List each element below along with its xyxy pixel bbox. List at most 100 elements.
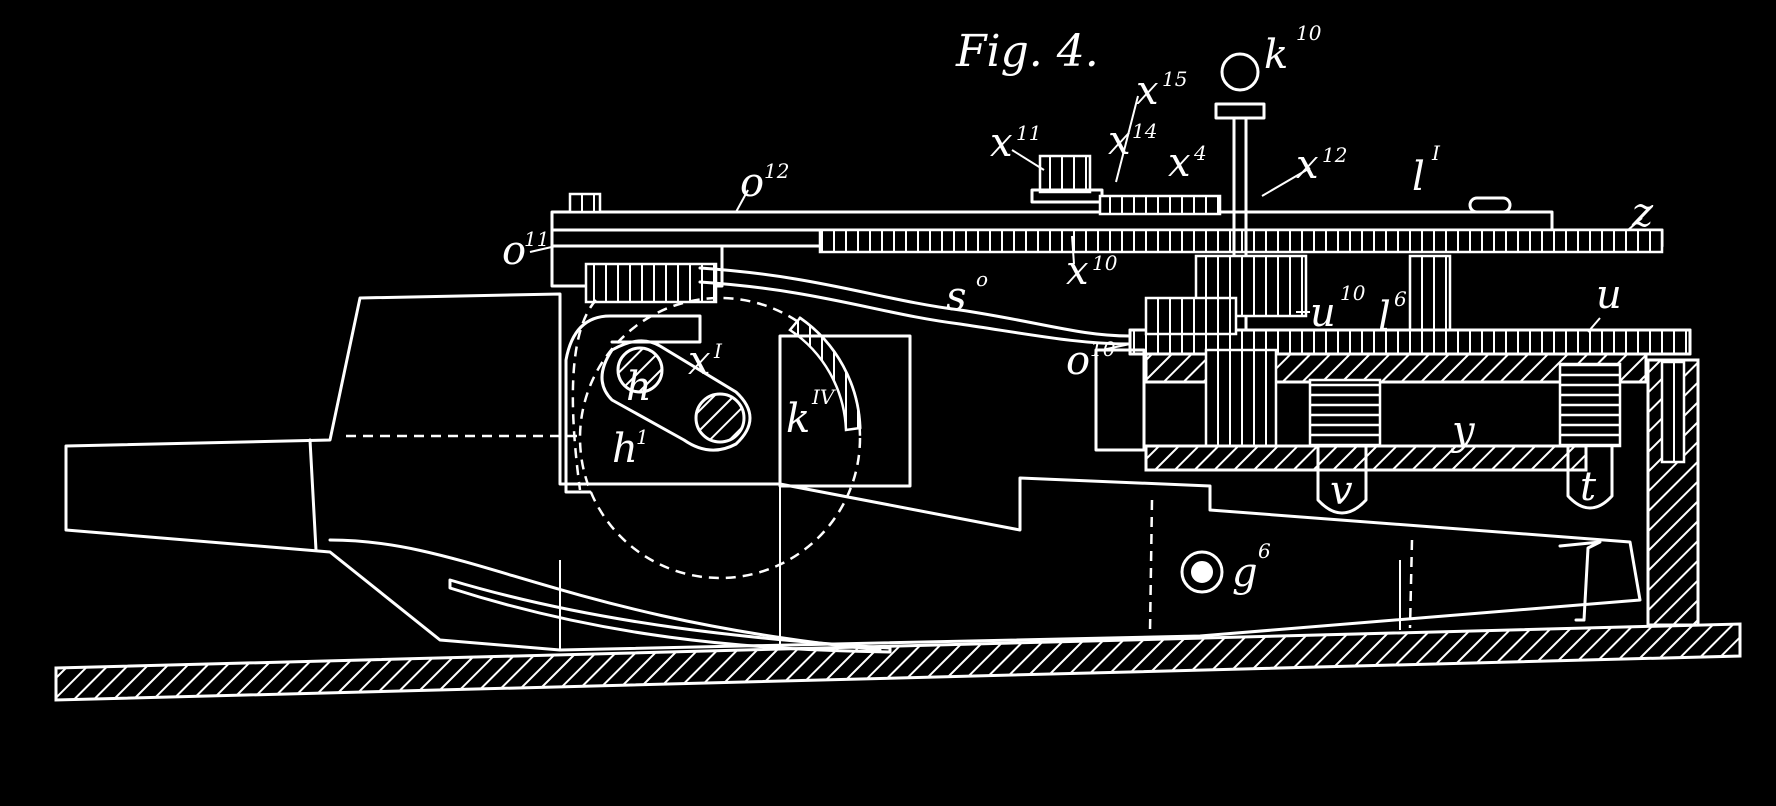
spring-blade: [448, 578, 892, 654]
svg-text:IV: IV: [811, 385, 837, 409]
screw-right: [1558, 540, 1602, 622]
label-t: t: [1580, 464, 1597, 510]
knob-k10: [1220, 52, 1260, 92]
hole-g6-core: [1191, 561, 1213, 583]
label-h: h: [626, 364, 652, 410]
svg-text:15: 15: [1162, 67, 1187, 91]
svg-text:l: l: [1378, 294, 1391, 340]
svg-text:k: k: [1264, 32, 1288, 78]
label-o12: o 12: [740, 159, 789, 206]
leader-z: [1627, 217, 1643, 231]
frame-box: [1094, 348, 1146, 452]
label-x11: x 11: [990, 120, 1041, 166]
svg-text:s: s: [946, 274, 967, 320]
coil-left: [1308, 378, 1382, 448]
svg-text:o: o: [1066, 338, 1090, 384]
right-wall-inner: [1660, 360, 1686, 464]
svg-text:y: y: [1450, 408, 1476, 454]
bearing-block: [1144, 296, 1238, 336]
leader-o10: [1101, 343, 1131, 351]
top-knob-right: [1468, 196, 1512, 214]
dashed-circle: [578, 296, 862, 580]
svg-text:10: 10: [1092, 251, 1118, 275]
label-l6: l 6: [1378, 287, 1407, 340]
dashed-curve-h1: [571, 299, 597, 491]
label-k10: k 10: [1264, 21, 1322, 78]
svg-text:x: x: [688, 338, 711, 384]
label-x4: x 4: [1168, 140, 1207, 186]
label-u10: u 10: [1310, 281, 1366, 336]
label-y: y: [1450, 408, 1476, 454]
leader-o11: [529, 245, 557, 253]
pivot-h: [616, 346, 664, 394]
main-casting: [64, 292, 1642, 652]
label-x15: x 15: [1136, 67, 1187, 114]
label-x12: x 12: [1296, 142, 1347, 188]
svg-text:u: u: [1310, 290, 1336, 336]
svg-text:12: 12: [764, 159, 789, 183]
spring-s0-lower: [698, 280, 1132, 346]
spring-s0: [698, 266, 1132, 338]
label-xI: x I: [688, 338, 723, 384]
svg-text:x: x: [1296, 142, 1319, 188]
gear-x4: [1098, 194, 1222, 216]
top-plate-upper: [550, 210, 1554, 232]
svg-text:x: x: [1108, 118, 1131, 164]
leader-x12: [1261, 167, 1311, 197]
svg-text:x: x: [1136, 68, 1159, 114]
svg-text:k: k: [786, 396, 810, 442]
post-o12: [568, 192, 602, 214]
lever-arm: [600, 339, 752, 452]
vertical-dash-right: [1408, 539, 1414, 629]
label-o11: o 11: [502, 227, 549, 274]
pivot-x: [694, 392, 746, 444]
leader-u: [1587, 317, 1601, 333]
label-l1: l I: [1412, 141, 1441, 200]
label-u: u: [1596, 272, 1622, 318]
svg-text:o: o: [740, 160, 764, 206]
svg-text:o: o: [976, 267, 988, 291]
base-plate: [54, 622, 1742, 702]
leader-x11: [1011, 149, 1045, 171]
svg-text:10: 10: [1090, 337, 1116, 361]
svg-text:10: 10: [1340, 281, 1366, 305]
label-v: v: [1330, 468, 1353, 514]
svg-text:12: 12: [1322, 143, 1347, 167]
svg-text:4: 4: [1193, 141, 1207, 165]
lever-frame: [564, 314, 702, 494]
svg-text:11: 11: [524, 227, 549, 251]
svg-text:v: v: [1330, 468, 1353, 514]
label-o10: o 10: [1066, 337, 1116, 384]
svg-text:14: 14: [1132, 119, 1157, 143]
svg-text:h: h: [612, 426, 638, 472]
hole-g6: [1180, 550, 1224, 594]
vertical-dash-left: [1148, 499, 1154, 633]
svg-text:t: t: [1580, 464, 1597, 510]
svg-text:11: 11: [1016, 121, 1041, 145]
leader-o12: [735, 189, 749, 213]
top-gear-strip: [818, 228, 1664, 254]
thumb-screw-x11: [1038, 154, 1092, 194]
label-g6: g 6: [1232, 539, 1271, 596]
wheel-k4-teeth: [788, 316, 862, 432]
svg-text:1: 1: [636, 425, 649, 449]
svg-text:z: z: [1631, 190, 1654, 236]
svg-text:x: x: [1066, 248, 1089, 294]
casting-step: [308, 438, 318, 552]
coil-right: [1558, 362, 1622, 448]
svg-text:I: I: [1431, 141, 1441, 165]
svg-text:x: x: [1168, 140, 1191, 186]
knob-collar: [1214, 102, 1266, 120]
svg-text:x: x: [990, 120, 1013, 166]
label-s0: s o: [946, 267, 988, 320]
svg-text:6: 6: [1394, 287, 1407, 311]
casting-lower-curve: [328, 538, 882, 652]
svg-text:o: o: [502, 228, 526, 274]
svg-text:I: I: [713, 339, 723, 363]
svg-text:u: u: [1596, 272, 1622, 318]
magnet-t: [1566, 444, 1614, 510]
label-x10: x 10: [1066, 248, 1118, 294]
left-gear-block: [584, 262, 718, 304]
housing-pillar: [1408, 254, 1452, 334]
label-h1: h 1: [612, 425, 649, 472]
